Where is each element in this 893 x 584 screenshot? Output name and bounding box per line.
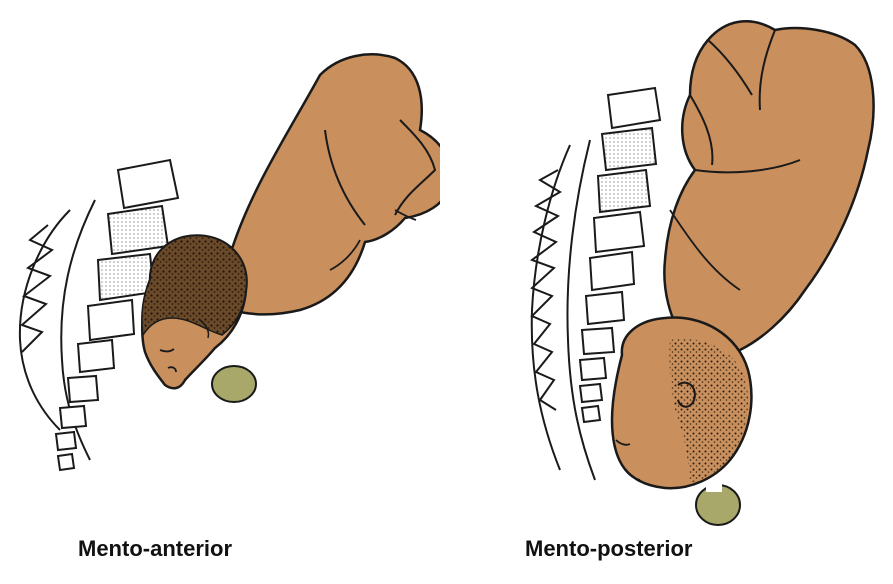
sacrum-outline: [18, 199, 96, 461]
caption-mento-anterior: Mento-anterior: [78, 536, 232, 561]
fetal-head: [610, 316, 753, 490]
fetal-hair: [141, 234, 248, 338]
ear: [677, 381, 696, 408]
placenta: [211, 365, 257, 403]
vertebrae: [54, 158, 180, 472]
vertebrae: [578, 86, 662, 424]
mento-anterior-panel: Mento-anterior: [0, 0, 440, 584]
fetus-body: [663, 20, 875, 357]
fetus-body: [228, 53, 440, 316]
sacrum-outline: [529, 139, 596, 481]
mento-anterior-illustration: [18, 53, 440, 472]
mento-posterior-illustration: [529, 20, 875, 526]
caption-mento-posterior: Mento-posterior: [525, 536, 693, 561]
chin-highlight: [706, 482, 722, 492]
fetal-head: [141, 234, 248, 390]
fetal-hair: [669, 338, 748, 482]
mento-posterior-panel: Mento-posterior: [440, 0, 893, 584]
